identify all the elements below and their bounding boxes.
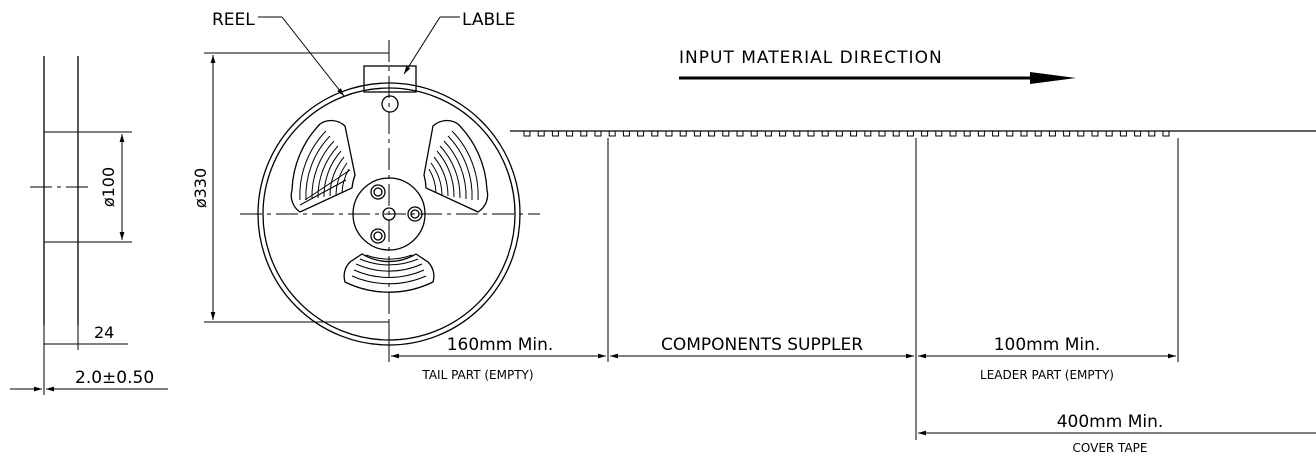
tape-pocket [537,130,545,137]
tape-pocket [921,130,929,137]
tape-pocket [1119,130,1127,137]
tape-pocket [1162,130,1170,137]
leader-length-label: 100mm Min. [994,335,1101,355]
reel-side-view: ø100 24 2.0±0.50 [10,56,168,395]
tape-pocket [1091,130,1099,137]
section-boundaries [388,138,1179,440]
tape-pocket [821,130,829,137]
direction-label: INPUT MATERIAL DIRECTION [679,48,943,68]
carrier-tape [510,130,1316,137]
tape-pocket [594,130,602,137]
tape-pocket [750,130,758,137]
tape-pocket [1048,130,1056,137]
tape-pocket [1077,130,1085,137]
tail-length-label: 160mm Min. [447,335,554,355]
tape-pocket [679,130,687,137]
reel-callout: REEL [212,10,255,30]
tape-pocket [949,130,957,137]
tape-pocket [722,130,730,137]
tape-pocket [1148,130,1156,137]
tape-pocket [835,130,843,137]
tape-pocket [637,130,645,137]
tape-pocket [992,130,1000,137]
tape-pocket [580,130,588,137]
tape-pocket [693,130,701,137]
tape-pocket [779,130,787,137]
reel-windows [290,119,489,293]
width-label: 24 [94,323,114,342]
tape-pocket [807,130,815,137]
label-callout: LABLE [462,10,515,30]
tape-pocket [1063,130,1071,137]
reel-diameter-label: ø330 [191,168,210,208]
direction-indicator: INPUT MATERIAL DIRECTION [679,48,1076,84]
tape-pocket [665,130,673,137]
tape-pocket [878,130,886,137]
tape-pocket [1105,130,1113,137]
hub-diameter-label: ø100 [99,167,118,207]
tape-pocket [864,130,872,137]
tape-pocket [1134,130,1142,137]
tape-pocket [906,130,914,137]
reel-front-view [240,40,540,360]
tape-pocket [793,130,801,137]
tape-pocket [1020,130,1028,137]
cover-tape-label: COVER TAPE [1073,441,1148,455]
tape-pocket [566,130,574,137]
tape-pocket [764,130,772,137]
tail-part-label: TAIL PART (EMPTY) [421,368,533,382]
reel-diameter-dimension: ø330 [191,52,389,323]
tape-pocket [622,130,630,137]
callouts: REEL LABLE [212,10,515,97]
tape-pocket [736,130,744,137]
label-box [363,65,417,93]
thickness-label: 2.0±0.50 [75,368,154,388]
length-dimensions: 160mm Min. TAIL PART (EMPTY) COMPONENTS … [391,335,1316,455]
tape-pocket [523,130,531,137]
tape-pocket [963,130,971,137]
tape-pocket [651,130,659,137]
tape-pocket [1006,130,1014,137]
tape-pocket [708,130,716,137]
leader-part-label: LEADER PART (EMPTY) [980,368,1114,382]
tape-pocket [892,130,900,137]
tape-pocket [551,130,559,137]
tape-pocket [850,130,858,137]
tape-pocket [1034,130,1042,137]
components-label: COMPONENTS SUPPLER [661,335,863,355]
tape-pocket [935,130,943,137]
cover-length-label: 400mm Min. [1057,412,1164,432]
tape-pocket [977,130,985,137]
tape-pocket [608,130,616,137]
